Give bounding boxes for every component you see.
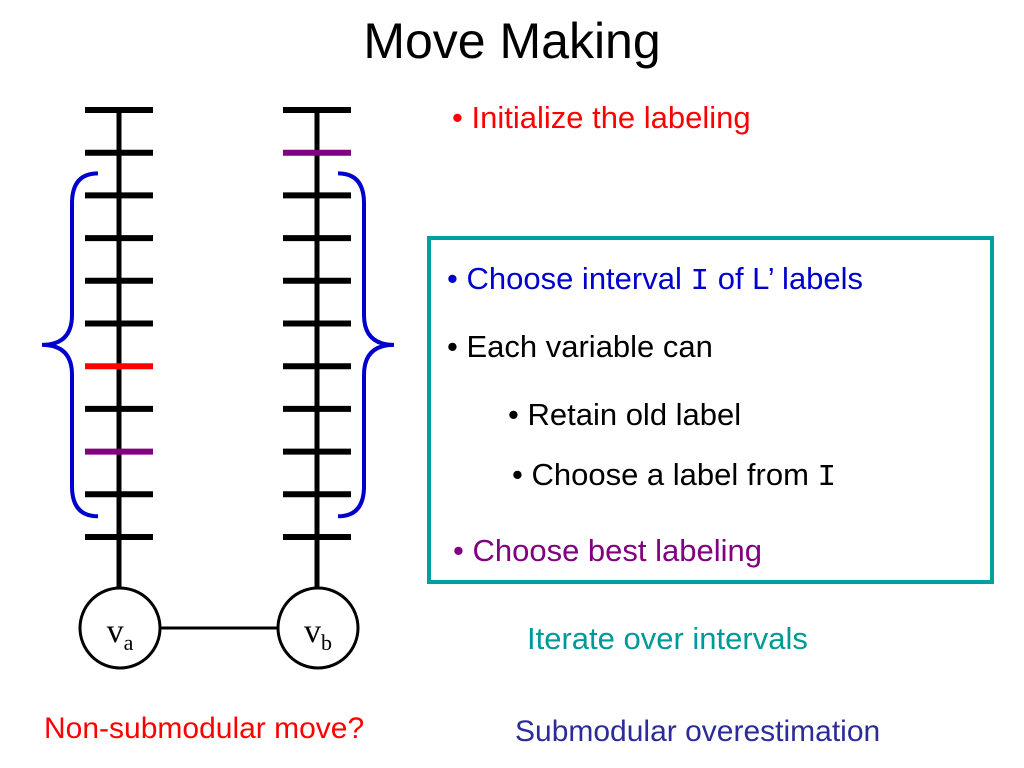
bullet-choose-best-labeling: • Choose best labeling: [453, 533, 763, 568]
slide-title: Move Making: [363, 13, 661, 69]
variable-b-label-ladder: [283, 107, 351, 588]
node-va: [78, 586, 162, 670]
variable-a-label-ladder: [85, 107, 153, 588]
bullet-choose-label-from: • Choose a label from I: [512, 457, 837, 495]
note-submodular-overestimation: Submodular overestimation: [515, 715, 881, 748]
node-vb-label: vb: [304, 613, 332, 655]
note-iterate-intervals: Iterate over intervals: [527, 621, 808, 656]
node-vb: [276, 586, 360, 670]
right-interval-brace: [337, 171, 395, 519]
interval-symbol: I: [817, 460, 837, 495]
bullet-initialize: • Initialize the labeling: [452, 100, 751, 135]
bullet-retain-old-label: • Retain old label: [508, 397, 742, 432]
bullet-each-variable: • Each variable can: [447, 329, 713, 364]
interval-symbol: I: [690, 264, 710, 299]
left-interval-brace: [41, 171, 99, 519]
note-non-submodular-move: Non-submodular move?: [44, 712, 365, 745]
bullet-choose-interval: • Choose interval I of L’ labels: [447, 261, 864, 299]
node-va-label: va: [107, 613, 134, 655]
interval-steps-box: [427, 236, 994, 584]
